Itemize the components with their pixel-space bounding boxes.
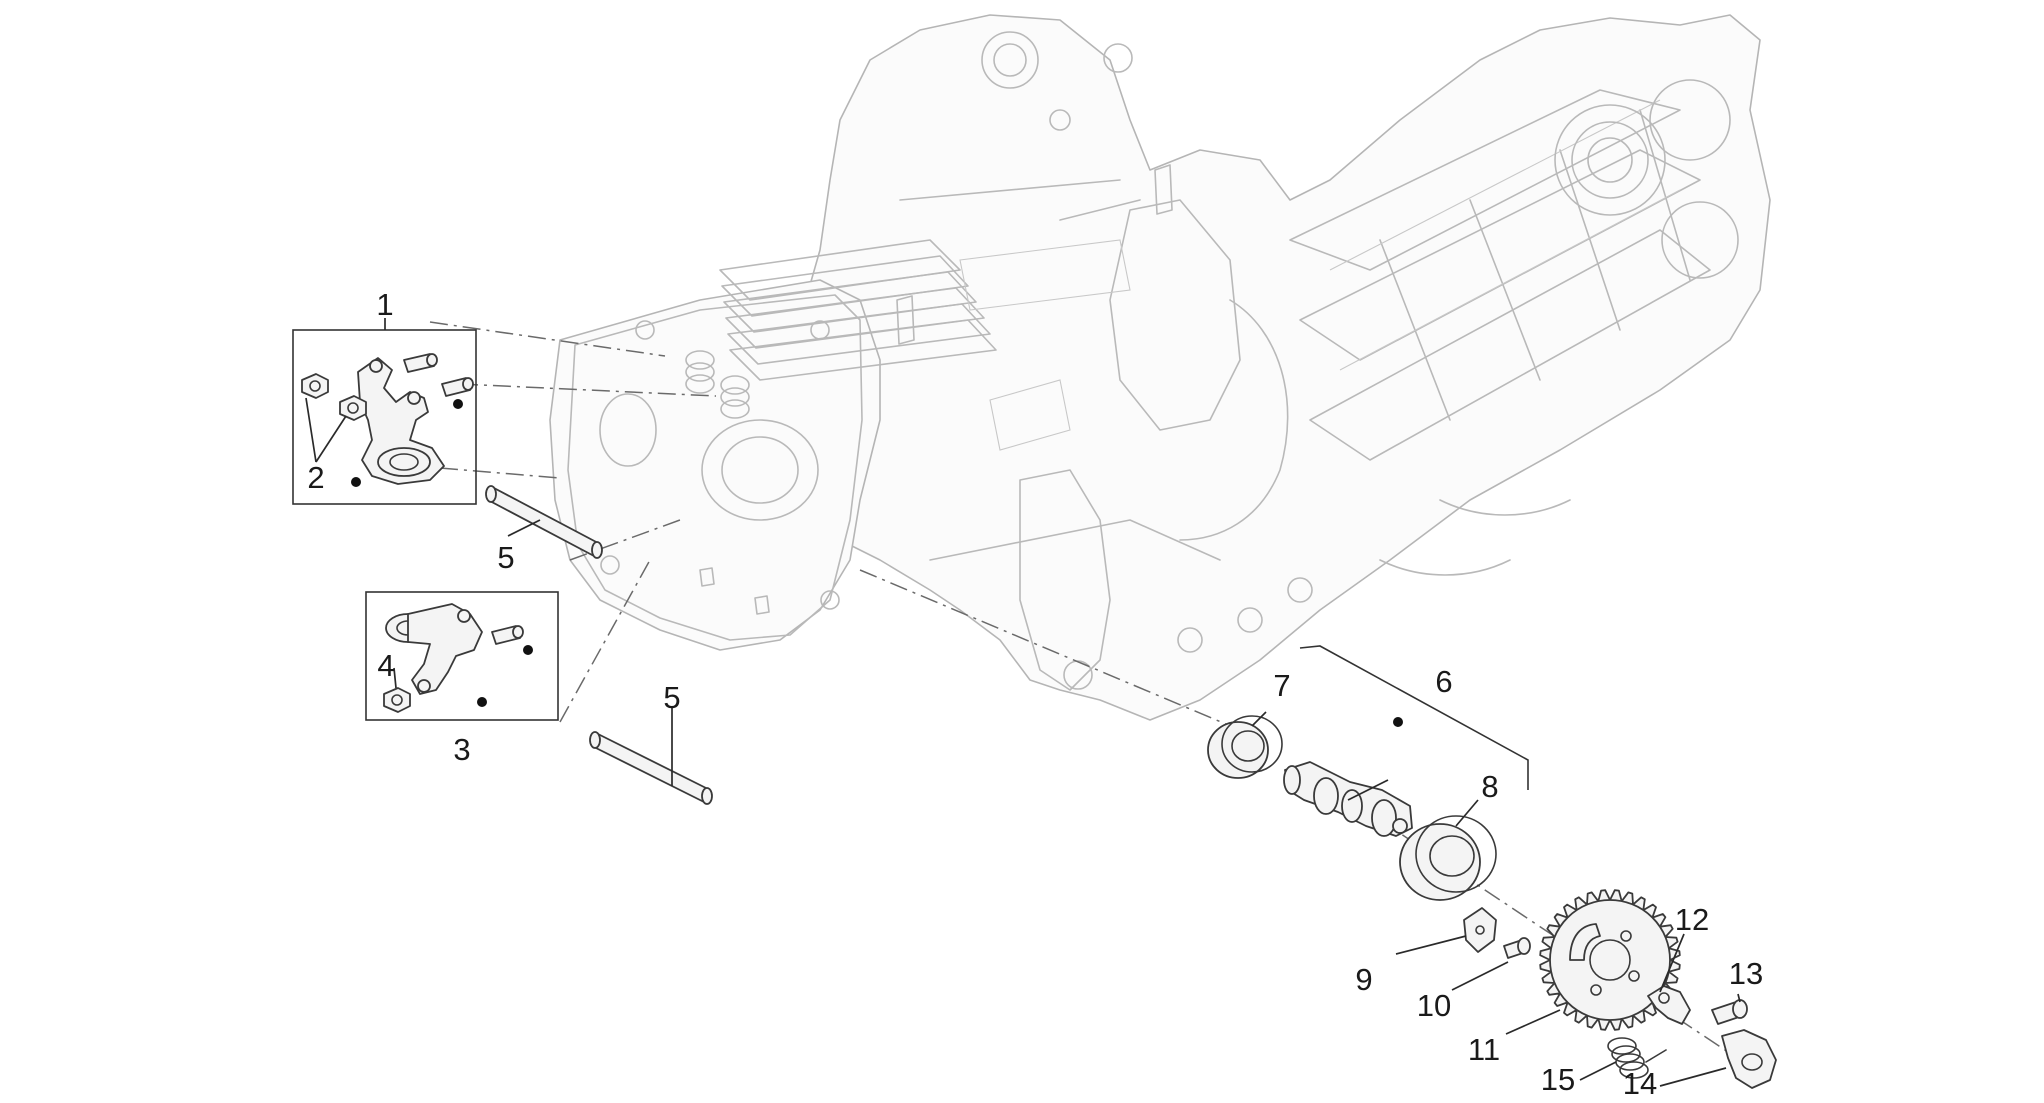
adjuster-screw-exhaust <box>491 625 524 645</box>
callout-4: 4 <box>377 648 394 683</box>
callout-10: 10 <box>1417 988 1451 1023</box>
rocker-shaft-upper <box>485 485 603 559</box>
rocker-arm-exhaust <box>385 603 483 695</box>
crankcase-ribs <box>1289 89 1711 461</box>
callout-14: 14 <box>1623 1066 1657 1098</box>
callout-3: 3 <box>453 732 470 767</box>
camshaft <box>1283 761 1413 837</box>
lock-nut-a <box>301 373 329 399</box>
rocker-shaft-lower <box>589 731 713 805</box>
callout-11: 11 <box>1468 1032 1500 1067</box>
callout-5-upper: 5 <box>497 540 514 575</box>
engine-crankcase-illustration <box>549 14 1771 721</box>
callout-6: 6 <box>1435 664 1452 699</box>
adjuster-screw-intake-a <box>403 353 438 373</box>
group-bracket-camshaft <box>1299 645 1529 790</box>
adjuster-screw-intake-b <box>441 377 474 397</box>
decompressor-lever <box>1647 985 1691 1025</box>
bearing-retainer-plate <box>1463 907 1497 953</box>
callout-15: 15 <box>1541 1062 1575 1097</box>
reference-dot <box>477 697 487 707</box>
retainer-screw <box>1503 937 1531 959</box>
callout-labels: 1 2 3 4 5 5 6 7 8 9 10 11 12 13 14 15 <box>307 287 1763 1101</box>
cylinder-cooling-fins <box>719 239 997 381</box>
camshaft-bearing-right <box>1399 815 1497 901</box>
callout-7: 7 <box>1273 668 1290 703</box>
group-frame-rocker-exhaust <box>365 591 559 721</box>
callout-5-lower: 5 <box>663 680 680 715</box>
reference-dot <box>523 645 533 655</box>
callout-1: 1 <box>376 287 393 322</box>
lock-nut-exhaust <box>383 687 411 713</box>
leader-lines <box>305 318 1741 1087</box>
lock-nut-b <box>339 395 367 421</box>
callout-2: 2 <box>307 460 324 495</box>
decompressor-counterweight <box>1721 1029 1777 1089</box>
callout-13: 13 <box>1729 956 1763 991</box>
callout-12: 12 <box>1675 902 1709 937</box>
rocker-arm-intake <box>357 357 445 485</box>
callout-8: 8 <box>1481 769 1498 804</box>
reference-dot <box>453 399 463 409</box>
reference-dot <box>351 477 361 487</box>
callout-9: 9 <box>1355 962 1372 997</box>
valve-springs <box>685 350 750 419</box>
camshaft-bearing-left <box>1207 715 1283 779</box>
reference-dot <box>1393 717 1403 727</box>
sprocket-screw <box>1711 999 1748 1025</box>
camshaft-sprocket <box>1539 889 1681 1031</box>
